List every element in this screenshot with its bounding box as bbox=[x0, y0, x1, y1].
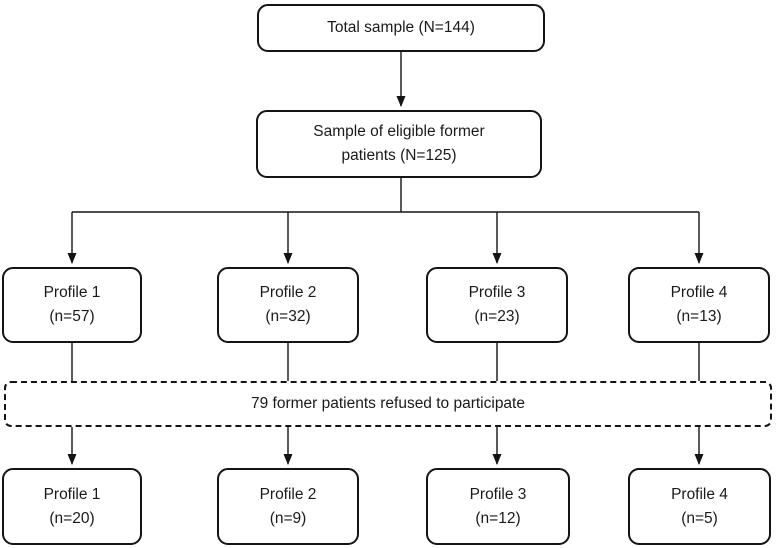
connector-refusal-to-final bbox=[67, 427, 704, 465]
total-sample-label: Total sample (N=144) bbox=[327, 19, 475, 36]
eligible-profile-2-box: Profile 2 (n=32) bbox=[217, 267, 359, 343]
profile-name: Profile 3 bbox=[468, 284, 526, 301]
total-sample-box: Total sample (N=144) bbox=[257, 4, 545, 52]
profile-count: (n=32) bbox=[265, 308, 311, 325]
profile-name: Profile 1 bbox=[43, 284, 101, 301]
eligible-sample-line1: Sample of eligible former bbox=[313, 123, 485, 140]
profile-name: Profile 1 bbox=[43, 485, 101, 503]
profile-count: (n=57) bbox=[49, 308, 95, 325]
profile-count: (n=12) bbox=[475, 509, 521, 527]
profile-count: (n=5) bbox=[681, 509, 718, 527]
refusal-box: 79 former patients refused to participat… bbox=[4, 381, 772, 427]
final-profile-2-box: Profile 2 (n=9) bbox=[217, 468, 359, 545]
profile-name: Profile 4 bbox=[670, 284, 728, 301]
connector-profiles-to-refusal bbox=[71, 343, 700, 381]
final-profile-1-box: Profile 1 (n=20) bbox=[2, 468, 142, 545]
eligible-sample-line2: patients (N=125) bbox=[341, 147, 457, 164]
final-profile-3-box: Profile 3 (n=12) bbox=[426, 468, 570, 545]
eligible-profile-4-box: Profile 4 (n=13) bbox=[628, 267, 770, 343]
profile-name: Profile 2 bbox=[259, 485, 317, 503]
profile-count: (n=13) bbox=[676, 308, 722, 325]
final-profile-4-box: Profile 4 (n=5) bbox=[628, 468, 771, 545]
profile-name: Profile 3 bbox=[469, 485, 527, 503]
connector-eligible-branch bbox=[67, 178, 704, 264]
profile-count: (n=20) bbox=[49, 509, 95, 527]
refusal-label: 79 former patients refused to participat… bbox=[251, 395, 525, 412]
eligible-profile-1-box: Profile 1 (n=57) bbox=[2, 267, 142, 343]
eligible-profile-3-box: Profile 3 (n=23) bbox=[426, 267, 568, 343]
profile-name: Profile 2 bbox=[259, 284, 317, 301]
profile-count: (n=9) bbox=[269, 509, 307, 527]
profile-count: (n=23) bbox=[474, 308, 520, 325]
profile-name: Profile 4 bbox=[671, 485, 728, 503]
eligible-sample-box: Sample of eligible former patients (N=12… bbox=[256, 110, 542, 178]
